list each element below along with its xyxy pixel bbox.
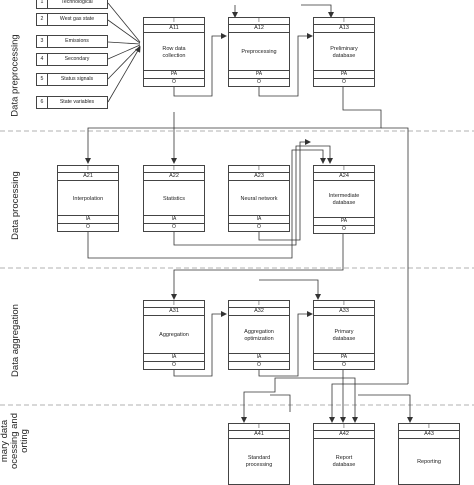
section-label-preprocessing: Data preprocessing	[9, 33, 21, 117]
section-label-processing: Data processing	[9, 170, 21, 240]
arrow-a33-a42b	[343, 377, 358, 423]
arrow-a31-a32	[173, 311, 227, 377]
input-connector-2	[107, 19, 141, 44]
connector-layer	[0, 2, 474, 423]
arrow-into-a33	[259, 279, 321, 300]
input-connector-3	[107, 41, 141, 45]
input-connector-5	[107, 45, 141, 80]
arrow-a22-a24	[173, 145, 333, 246]
input-connector-6	[107, 46, 141, 103]
section-label-reporting: mary data ocessing and orting	[0, 413, 31, 469]
arrow-bypass-a42	[329, 383, 408, 423]
arrow-a13-a21	[85, 86, 382, 164]
arrow-a33-a41	[241, 368, 344, 423]
arrow-a21-a24	[87, 149, 326, 259]
arrow-to-a43	[358, 394, 413, 423]
arrow-a23-a24	[258, 139, 311, 241]
bypass-right	[381, 127, 409, 384]
section-dividers	[0, 130, 474, 406]
arrow-a32-a33	[258, 311, 313, 377]
arrow-a12-a13	[258, 33, 313, 97]
section-label-aggregation: Data aggregation	[9, 303, 21, 377]
arrow-a24-a31	[171, 232, 344, 300]
input-connector-1	[107, 2, 141, 43]
arrow-into-a13	[301, 4, 334, 18]
input-connector-4	[107, 44, 141, 60]
arrow-a11-a12	[173, 33, 227, 97]
arrow-side	[270, 394, 291, 412]
